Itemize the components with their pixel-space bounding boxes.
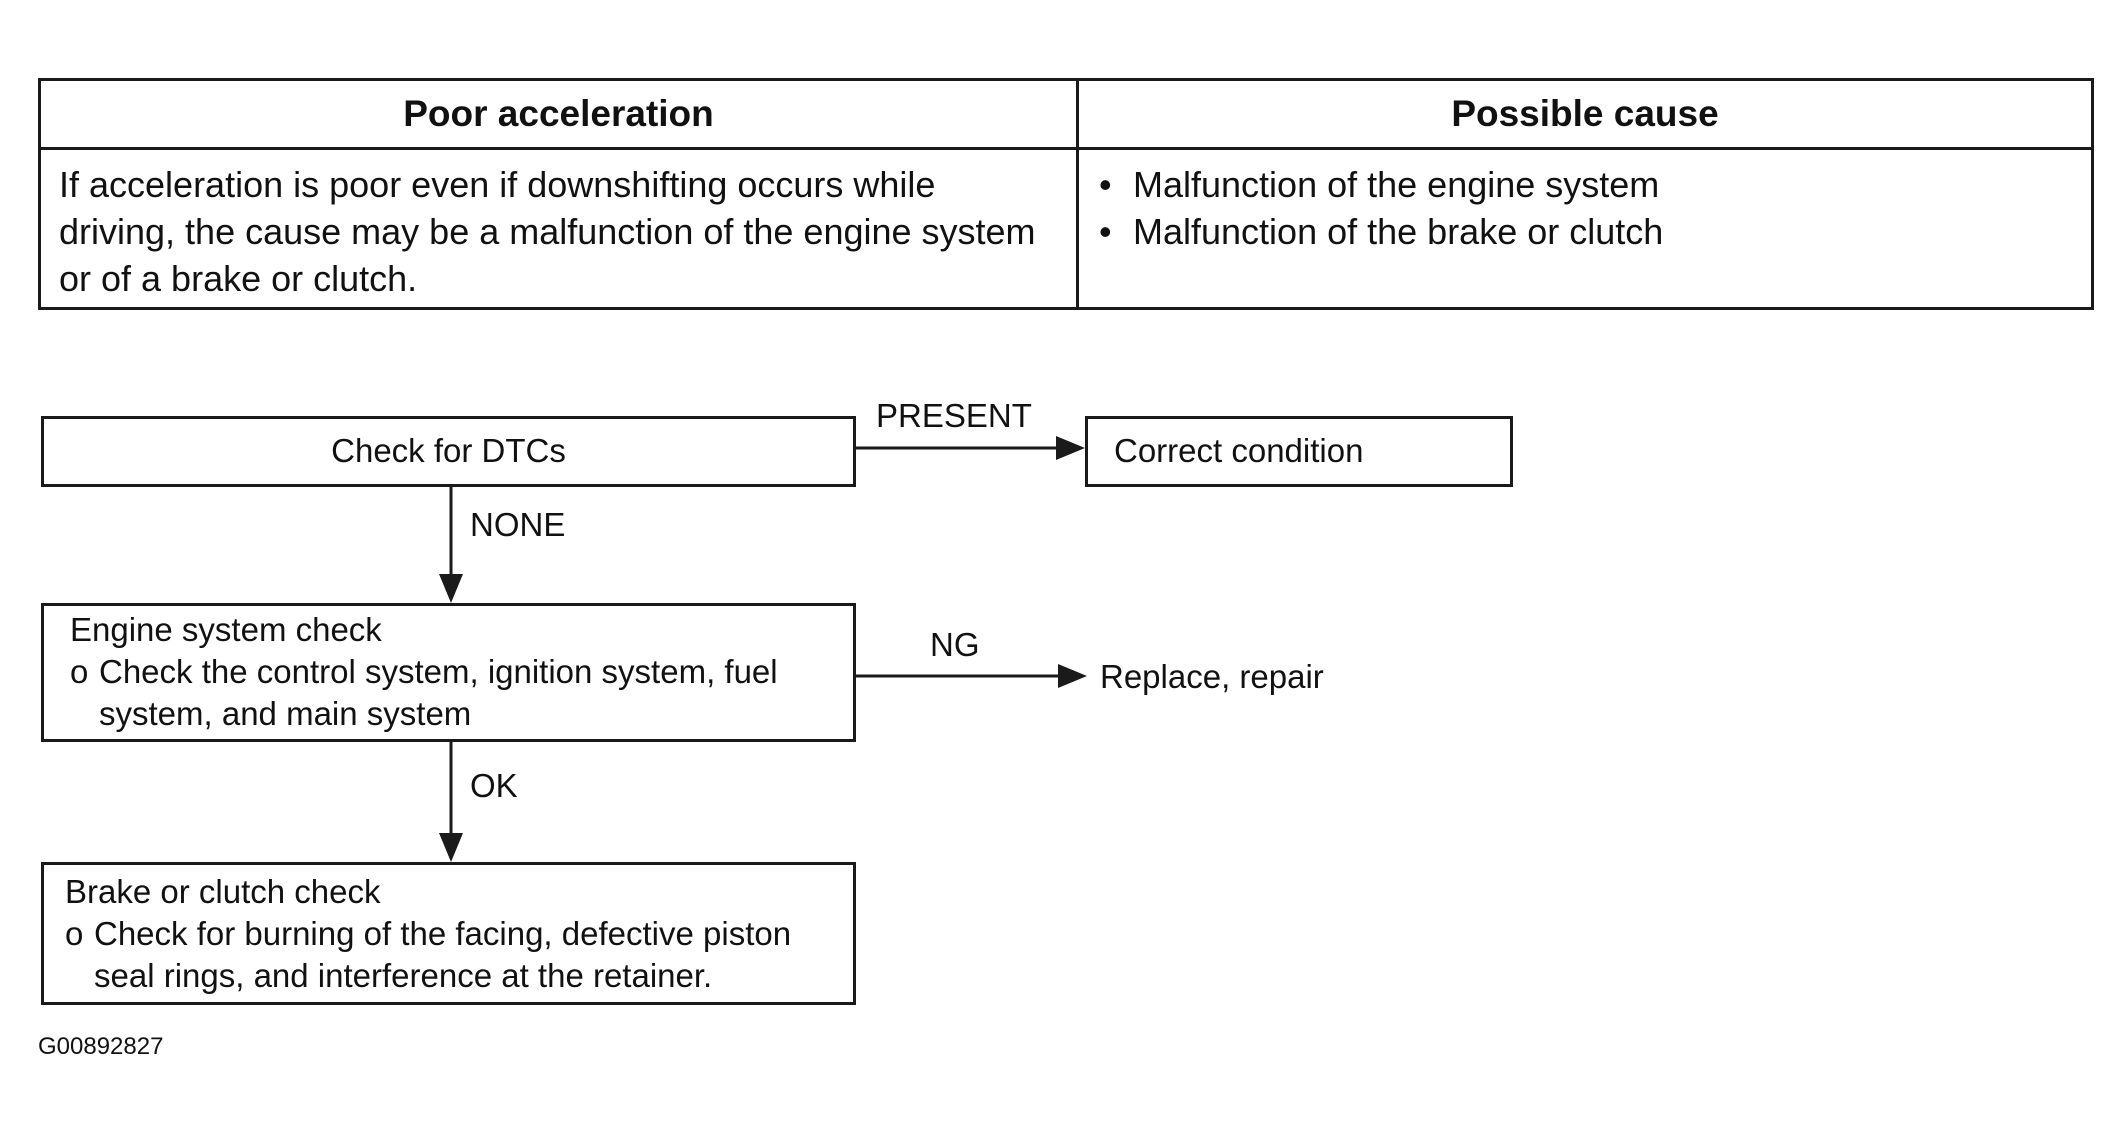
check-dtcs-label: Check for DTCs	[331, 432, 566, 469]
bullet-icon: •	[1099, 164, 1112, 205]
correct-condition-label: Correct condition	[1114, 432, 1364, 469]
possible-cause-text: Malfunction of the engine system	[1133, 164, 1660, 205]
brake-check-title: Brake or clutch check	[65, 873, 381, 910]
brake-clutch-check-box: Brake or clutch check o Check for burnin…	[41, 862, 856, 1005]
brake-check-detail: o Check for burning of the facing, defec…	[65, 913, 853, 997]
symptom-description: If acceleration is poor even if downshif…	[59, 164, 1036, 299]
possible-cause-list: • Malfunction of the engine system • Mal…	[1091, 161, 2071, 255]
replace-repair-text: Replace, repair	[1100, 658, 1324, 695]
correct-condition-box: Correct condition	[1085, 416, 1513, 487]
engine-system-check-box: Engine system check o Check the control …	[41, 603, 856, 742]
brake-check-detail-text: Check for burning of the facing, defecti…	[94, 915, 792, 994]
list-marker: o	[65, 915, 84, 952]
table-header-possible-cause: Possible cause	[1451, 93, 1719, 134]
none-arrow	[439, 487, 463, 603]
none-label: NONE	[470, 506, 566, 543]
list-marker: o	[70, 653, 89, 690]
ng-arrow	[856, 664, 1087, 688]
ng-label: NG	[930, 626, 980, 663]
table-header-divider	[41, 147, 2091, 150]
bullet-icon: •	[1099, 211, 1112, 252]
engine-check-detail: o Check the control system, ignition sys…	[70, 651, 853, 735]
ok-label: OK	[470, 767, 518, 804]
present-arrow	[856, 436, 1085, 460]
present-label: PRESENT	[876, 397, 1032, 434]
possible-cause-item: • Malfunction of the engine system	[1091, 161, 2071, 208]
symptom-table: Poor acceleration Possible cause If acce…	[38, 78, 2094, 310]
check-dtcs-box: Check for DTCs	[41, 416, 856, 487]
possible-cause-item: • Malfunction of the brake or clutch	[1091, 208, 2071, 255]
engine-check-title: Engine system check	[70, 611, 382, 648]
table-column-divider	[1076, 81, 1079, 307]
ok-arrow	[439, 742, 463, 862]
engine-check-detail-text: Check the control system, ignition syste…	[99, 653, 778, 732]
figure-id: G00892827	[38, 1033, 164, 1060]
possible-cause-text: Malfunction of the brake or clutch	[1133, 211, 1664, 252]
table-header-symptom: Poor acceleration	[403, 93, 714, 134]
